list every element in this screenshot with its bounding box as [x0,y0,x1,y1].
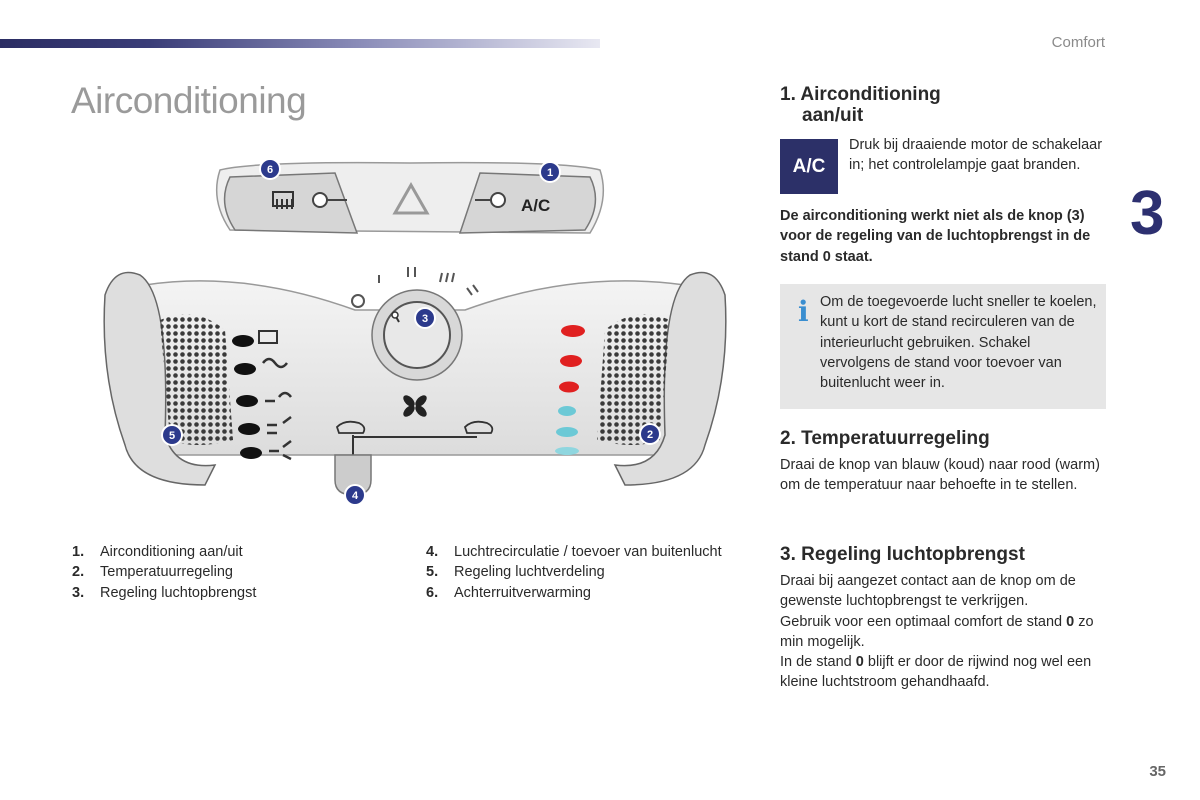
legend-left: 1.Airconditioning aan/uit 2.Temperatuurr… [72,542,256,603]
section2-text: Draai de knop van blauw (koud) naar rood… [780,457,1100,494]
callout-2: 2 [639,423,661,445]
section3-text: Draai bij aangezet contact aan de knop o… [780,573,1094,691]
callout-6: 6 [259,158,281,180]
switch-bar: A/C [215,161,605,234]
legend-item: 6.Achterruitverwarming [426,584,591,601]
svg-text:6: 6 [267,164,273,176]
page-number: 35 [1149,763,1166,780]
legend-item: 1.Airconditioning aan/uit [72,544,243,560]
section1-description: Druk bij draaiende motor de schakelaar i… [849,137,1103,174]
header-gradient-bar [0,39,600,48]
indicator-led-6 [312,192,328,208]
legend-right: 4.Luchtrecirculatie / toevoer van buiten… [426,542,722,603]
chapter-number: 3 [1130,179,1165,248]
callout-1: 1 [539,161,561,183]
recirculation-icon [335,420,366,434]
section1-heading: 1. Airconditioning aan/uit [780,84,941,126]
indicator-led-1 [490,192,506,208]
info-icon: i [798,295,809,328]
legend-item: 3.Regeling luchtopbrengst [72,584,257,601]
svg-text:4: 4 [352,490,359,502]
temperature-indicators [555,325,585,455]
section-name: Comfort [1051,34,1105,51]
fan-icon [403,395,427,417]
ac-control-panel-diagram: A/C [103,158,727,506]
control-panel [103,267,727,496]
rear-defrost-icon [272,191,294,209]
fresh-air-icon [463,420,494,434]
callout-4: 4 [344,484,366,506]
ac-badge-icon: A/C [780,139,838,194]
legend-item: 2.Temperatuurregeling [72,564,233,581]
info-box: i Om de toegevoerde lucht sneller te koe… [780,284,1106,409]
svg-text:5: 5 [169,430,175,442]
air-distribution-icons [232,330,292,461]
callout-3: 3 [414,307,436,329]
legend-item: 5.Regeling luchtverdeling [426,564,605,581]
svg-text:3: 3 [422,313,428,325]
svg-text:1: 1 [547,167,553,179]
hazard-icon [392,181,430,215]
legend-item: 4.Luchtrecirculatie / toevoer van buiten… [426,544,722,560]
info-text: Om de toegevoerde lucht sneller te koele… [820,294,1097,392]
recirculation-slider [334,420,494,496]
section2-heading: 2. Temperatuurregeling [780,428,990,449]
svg-text:2: 2 [647,429,653,441]
section3-heading: 3. Regeling luchtopbrengst [780,544,1025,565]
section1-warning: De airconditioning werkt niet als de kno… [780,208,1091,265]
page-title: Airconditioning [71,80,307,121]
callout-5: 5 [161,424,183,446]
ac-button-label: A/C [521,196,550,215]
